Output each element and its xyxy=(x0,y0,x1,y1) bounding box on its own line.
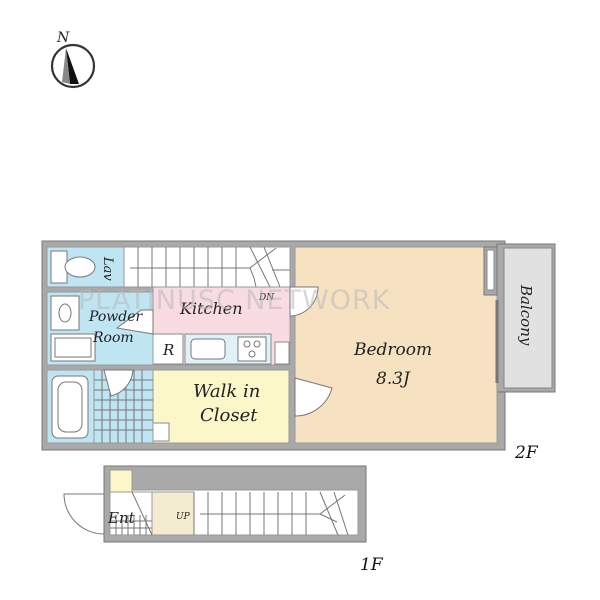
second-floor-stairs xyxy=(123,246,291,288)
refrigerator xyxy=(152,333,184,365)
balcony-floor xyxy=(503,247,553,389)
shoe-storage xyxy=(109,469,133,493)
watermark: PLATINUSC NETWORK xyxy=(78,285,391,316)
refrigerator-label: R xyxy=(162,341,174,359)
kitchen-pillar xyxy=(274,341,290,365)
washbasin xyxy=(50,295,80,331)
washbasin-bowl xyxy=(58,303,72,323)
bedroom-label: Bedroom xyxy=(353,340,432,360)
north-label: N xyxy=(56,30,70,46)
stove-burner-1 xyxy=(243,340,251,348)
balcony-label: Balcony xyxy=(517,284,535,346)
compass-ring xyxy=(50,43,96,89)
walk-in-closet-label-2: Closet xyxy=(200,405,258,426)
lav-label: Lav xyxy=(100,256,115,281)
stove-burner-3 xyxy=(248,350,256,358)
first-floor-plan: Ent UP 1F xyxy=(63,465,384,575)
bedroom-size-label: 8.3J xyxy=(376,369,411,389)
stairs-down-label: DN xyxy=(258,293,275,303)
bedroom-door-swing xyxy=(294,377,333,417)
walk-in-closet-label-1: Walk in xyxy=(193,381,260,402)
second-floor-stair-treads xyxy=(130,246,290,288)
kitchen-door-swing xyxy=(289,286,319,317)
entrance-label: Ent xyxy=(107,509,136,527)
toilet-bowl xyxy=(64,256,96,278)
north-arrow-compass: N xyxy=(50,30,96,89)
powder-room-door-swing xyxy=(115,309,154,335)
compass-needle-light xyxy=(62,48,70,84)
kitchen-sink xyxy=(190,338,226,360)
powder-room-label-1: Powder xyxy=(88,309,144,325)
first-floor-stair-treads xyxy=(193,491,349,536)
bathtub xyxy=(51,375,89,439)
bath-door-swing xyxy=(103,369,134,397)
second-floor-plan: Lav Powder Room Kitchen DN R Walk in Clo… xyxy=(41,240,556,463)
closet-pillar xyxy=(152,422,170,442)
entrance-tile-grid xyxy=(110,515,152,535)
entrance-door-swing xyxy=(63,493,105,535)
walk-in-closet-floor xyxy=(152,369,290,444)
stove-burner-2 xyxy=(253,340,261,348)
first-floor-label: 1F xyxy=(360,555,384,575)
second-floor-label: 2F xyxy=(514,443,539,463)
bedroom-pillar-inner xyxy=(486,249,495,291)
powder-room-label-2: Room xyxy=(92,330,134,346)
compass-needle-dark xyxy=(66,48,79,84)
stairs-up-label: UP xyxy=(176,512,191,522)
kitchen-label: Kitchen xyxy=(179,299,243,318)
